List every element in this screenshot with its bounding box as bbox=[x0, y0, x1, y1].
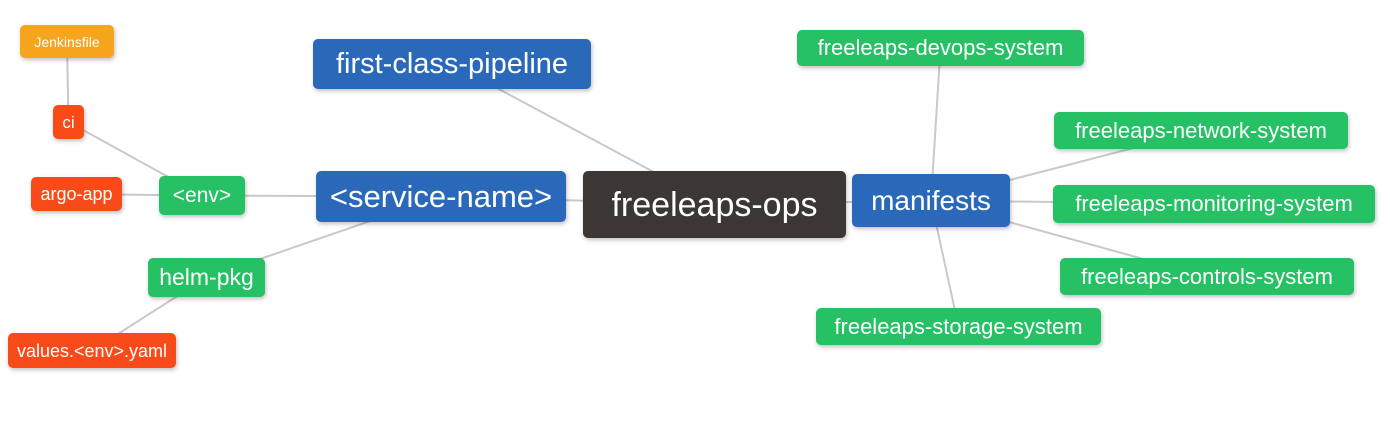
node-freeleaps-ops[interactable]: freeleaps-ops bbox=[583, 171, 846, 238]
node-values-env-yaml[interactable]: values.<env>.yaml bbox=[8, 333, 176, 368]
node-env[interactable]: <env> bbox=[159, 176, 245, 215]
node-network-system[interactable]: freeleaps-network-system bbox=[1054, 112, 1348, 149]
node-jenkinsfile[interactable]: Jenkinsfile bbox=[20, 25, 114, 58]
node-first-class-pipeline[interactable]: first-class-pipeline bbox=[313, 39, 591, 89]
node-manifests[interactable]: manifests bbox=[852, 174, 1010, 227]
node-monitoring-system[interactable]: freeleaps-monitoring-system bbox=[1053, 185, 1375, 223]
node-helm-pkg[interactable]: helm-pkg bbox=[148, 258, 265, 297]
node-storage-system[interactable]: freeleaps-storage-system bbox=[816, 308, 1101, 345]
node-ci[interactable]: ci bbox=[53, 105, 84, 139]
node-argo-app[interactable]: argo-app bbox=[31, 177, 122, 211]
node-service-name[interactable]: <service-name> bbox=[316, 171, 566, 222]
node-devops-system[interactable]: freeleaps-devops-system bbox=[797, 30, 1084, 66]
node-controls-system[interactable]: freeleaps-controls-system bbox=[1060, 258, 1354, 295]
